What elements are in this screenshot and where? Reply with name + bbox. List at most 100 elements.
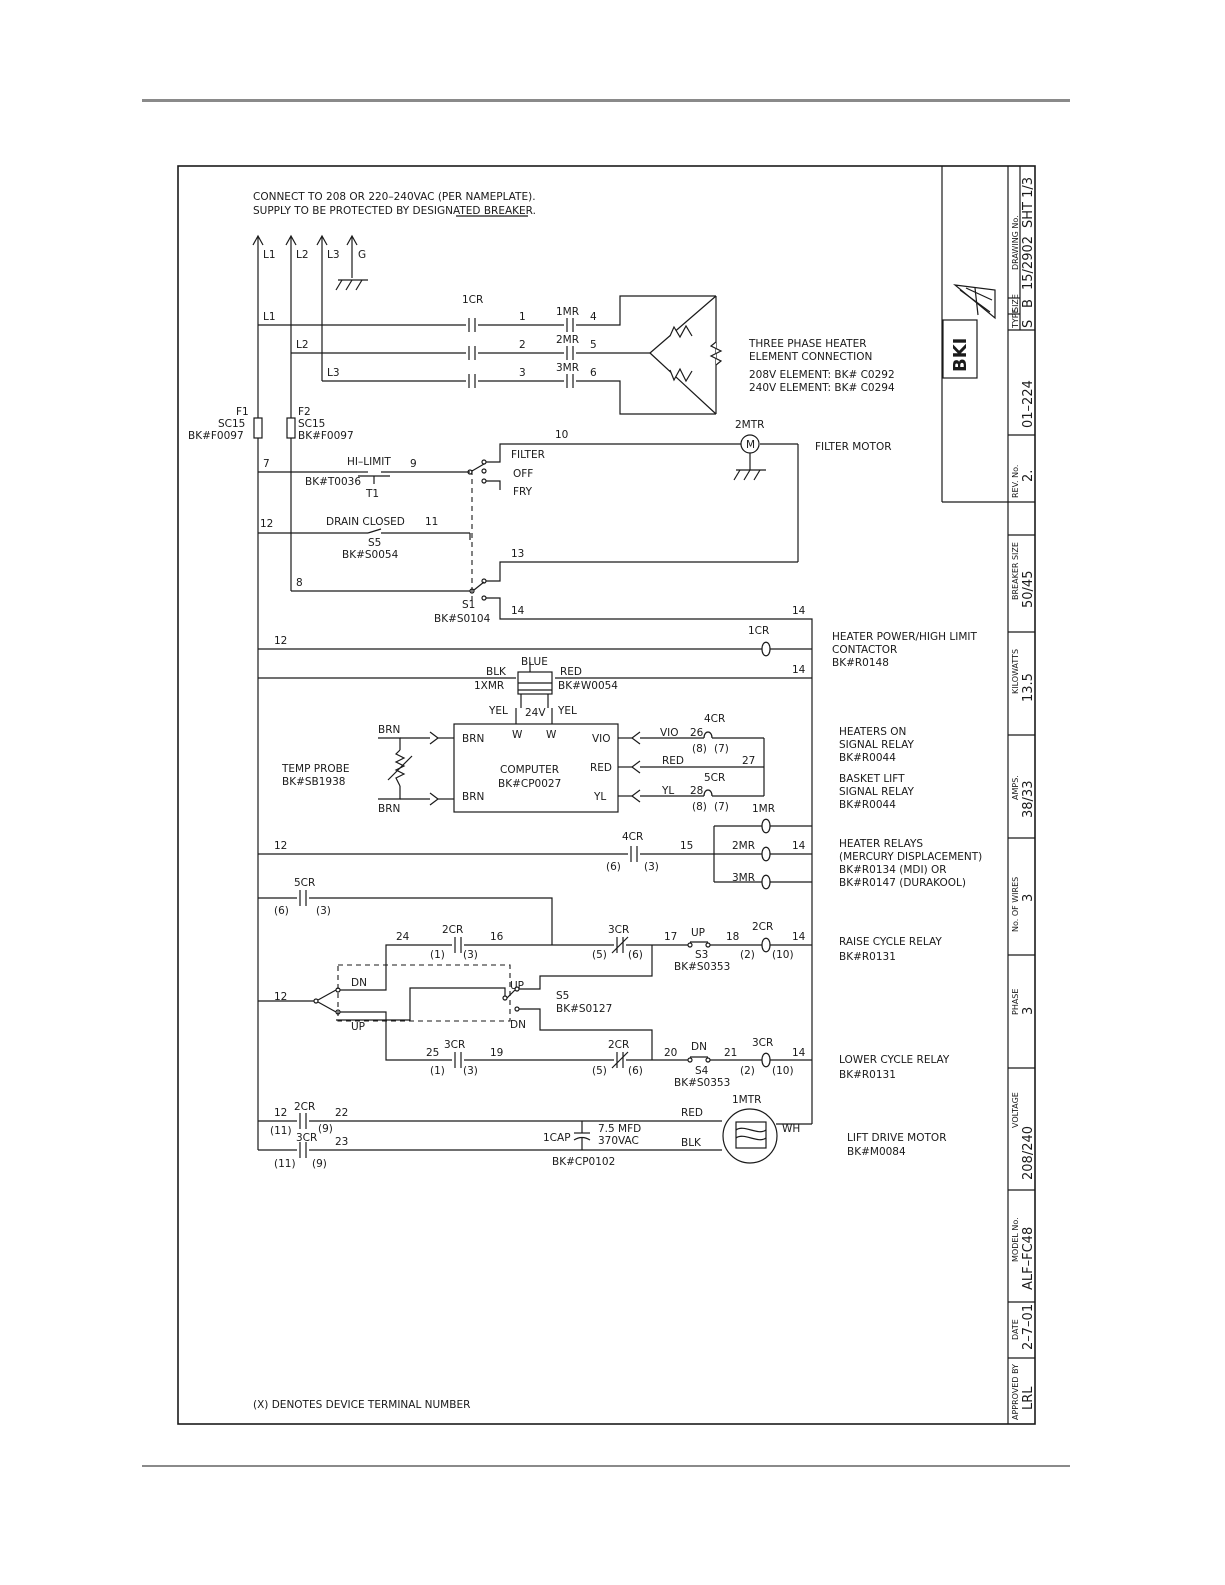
computer-part: BK#CP0027 [498, 778, 561, 790]
wire-16-label: 16 [490, 931, 504, 943]
heaters-on-label-3: BK#R0044 [839, 752, 896, 764]
drain-switch-part: BK#S0054 [342, 549, 399, 561]
tb-rev-label: REV. No. [1011, 465, 1020, 498]
lower-cycle-rung [454, 1051, 812, 1069]
tb-date-value: 2–7–01 [1021, 1304, 1036, 1350]
contact-3cr-raise-term-5: (5) [592, 949, 607, 961]
capacitor-rating-mfd: 7.5 MFD [598, 1123, 641, 1135]
switch-dn-label: DN [691, 1041, 707, 1053]
tb-amps-value: 38/33 [1021, 781, 1036, 818]
supply-l3-label: L3 [327, 249, 340, 261]
wire-27-label: 27 [742, 755, 755, 767]
tb-model-value: ALF–FC48 [1021, 1227, 1036, 1290]
switch-position-fry: FRY [513, 486, 533, 498]
coil-3mr-label: 3MR [732, 872, 755, 884]
contact-2cr-raise-id: 2CR [442, 924, 463, 936]
heater-relays-label-2: (MERCURY DISPLACEMENT) [839, 851, 982, 863]
wire-10-label: 10 [555, 429, 568, 441]
bottom-rule [142, 1465, 1070, 1467]
control-upper-wiring [258, 443, 813, 1124]
xmr-lead-red: RED [560, 666, 582, 678]
coil-3cr-term-10: (10) [772, 1065, 794, 1077]
switch-s5-updn-id: S5 [556, 990, 569, 1002]
fuse-f2-part: BK#F0097 [298, 430, 354, 442]
switch-s4-part: BK#S0353 [674, 1077, 730, 1089]
fuse-f1-name: F1 [236, 406, 249, 418]
xmr-lead-yel-left: YEL [488, 705, 508, 717]
computer-pin-w2: W [546, 729, 557, 741]
computer-pin-brn-top: BRN [462, 733, 484, 745]
temp-probe-label: TEMP PROBE [281, 763, 350, 775]
coil-1mr-label: 1MR [752, 803, 775, 815]
contact-3cr-lift-term-11: (11) [274, 1158, 296, 1170]
heaters-on-label-1: HEATERS ON [839, 726, 906, 738]
transformer-1xmr [258, 662, 812, 728]
wire-2-label: 2 [519, 339, 526, 351]
relay-4cr-term-8: (8) [692, 743, 707, 755]
wire-14-label-a: 14 [511, 605, 525, 617]
relay-5cr-id: 5CR [704, 772, 725, 784]
lift-motor-id: 1MTR [732, 1094, 761, 1106]
wire-7-label: 7 [263, 458, 270, 470]
heater-relays-label-4: BK#R0147 (DURAKOOL) [839, 877, 966, 889]
tb-model-label: MODEL No. [1011, 1217, 1020, 1262]
wire-3-label: 3 [519, 367, 526, 379]
fuse-f1-part: BK#F0097 [188, 430, 244, 442]
contact-2cr-raise-term-1: (1) [430, 949, 445, 961]
wire-9-label: 9 [410, 458, 417, 470]
computer-pin-vio: VIO [592, 733, 611, 745]
wire-26-label: 26 [690, 727, 704, 739]
coil-3cr-id: 3CR [752, 1037, 773, 1049]
bki-logo [942, 284, 996, 379]
contact-3cr-lift-term-9: (9) [312, 1158, 327, 1170]
raise-cycle-rung [385, 936, 812, 985]
wire-14-label-xmr: 14 [792, 664, 806, 676]
drain-closed-label: DRAIN CLOSED [326, 516, 405, 528]
basket-lift-label-3: BK#R0044 [839, 799, 896, 811]
computer-pin-w1: W [512, 729, 523, 741]
tb-sheet-value: SHT 1/3 [1021, 177, 1036, 228]
computer-box [453, 723, 619, 813]
relay-3mr-label: 3MR [556, 362, 579, 374]
relay-4cr-id: 4CR [704, 713, 725, 725]
contact-4cr-label: 4CR [622, 831, 643, 843]
wire-14-label-raise: 14 [792, 931, 806, 943]
wire-18-label: 18 [726, 931, 739, 943]
heater-relays-rung [258, 818, 812, 890]
heater-element-delta [649, 295, 723, 415]
tb-breaker-value: 50/45 [1021, 571, 1036, 608]
wire-12-label-top: 12 [260, 518, 273, 530]
fuse-f1-type: SC15 [218, 418, 245, 430]
wire-12-label-rung1: 12 [274, 635, 287, 647]
supply-lines [252, 234, 368, 1150]
terminal-6-label: 6 [590, 367, 597, 379]
wire-24-label: 24 [396, 931, 410, 943]
supply-g-label: G [358, 249, 366, 261]
tb-drawing-label: DRAWING No. [1011, 215, 1020, 270]
header-note-line-2: SUPPLY TO BE PROTECTED BY DESIGNATED BRE… [253, 205, 536, 217]
contact-2cr-lift-term-11: (11) [270, 1125, 292, 1137]
tb-date-label: DATE [1011, 1319, 1020, 1340]
switch-position-filter: FILTER [511, 449, 545, 461]
relay-5cr-term-7: (7) [714, 801, 729, 813]
contact-4cr-term-3: (3) [644, 861, 659, 873]
wire-20-label: 20 [664, 1047, 677, 1059]
switch-s5-updn-part: BK#S0127 [556, 1003, 612, 1015]
xmr-part: BK#W0054 [558, 680, 618, 692]
probe-lead-brn-bottom: BRN [378, 803, 400, 815]
terminal-4-label: 4 [590, 311, 597, 323]
hi-limit-part: BK#T0036 [305, 476, 361, 488]
updn-up-left: UP [351, 1021, 365, 1033]
heater-power-label-3: BK#R0148 [832, 657, 889, 669]
tb-size-value: B [1021, 299, 1036, 308]
wire-14-label-b: 14 [792, 605, 806, 617]
lower-cycle-label-1: LOWER CYCLE RELAY [839, 1054, 950, 1066]
tb-kilowatts-label: KILOWATTS [1011, 649, 1020, 694]
tb-breaker-label: BREAKER SIZE [1011, 542, 1020, 600]
capacitor-id: 1CAP [543, 1132, 571, 1144]
heater-element-208v: 208V ELEMENT: BK# C0292 [749, 369, 895, 381]
contact-5cr-term-3: (3) [316, 905, 331, 917]
tb-kilowatts-value: 13.5 [1021, 673, 1036, 702]
wire-red-lift: RED [681, 1107, 703, 1119]
contact-3cr-lower-term-1: (1) [430, 1065, 445, 1077]
